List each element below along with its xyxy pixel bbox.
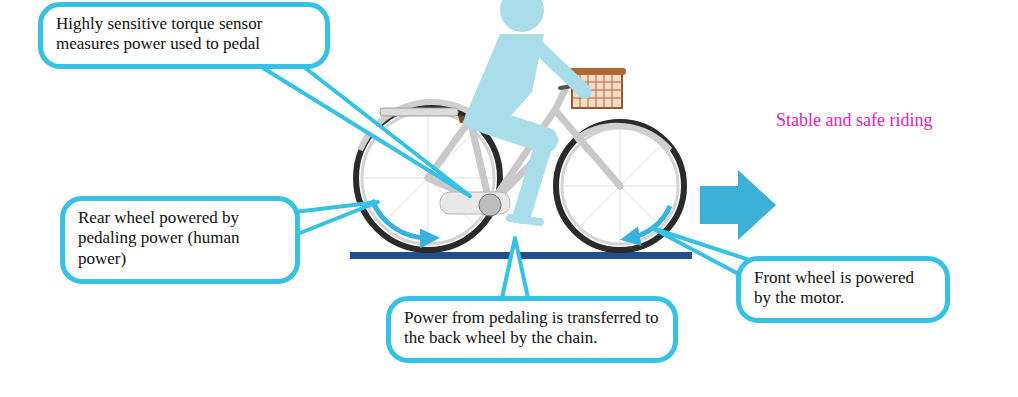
callout-box: Rear wheel powered by pedaling power (hu… [60, 196, 300, 284]
callout-text: Power from pedaling is transferred to th… [404, 308, 660, 349]
rider [462, 0, 585, 222]
callout-box: Power from pedaling is transferred to th… [386, 296, 678, 363]
direction-arrow [700, 170, 776, 240]
callout-text: Front wheel is powered by the motor. [754, 268, 932, 309]
callout-tails [250, 60, 780, 330]
callout-box: Front wheel is powered by the motor. [736, 256, 950, 323]
callout-text: Highly sensitive torque sensor measures … [56, 14, 312, 55]
slogan-label: Stable and safe riding [776, 110, 932, 131]
callout-text: Rear wheel powered by pedaling power (hu… [78, 208, 282, 269]
callout-box: Highly sensitive torque sensor measures … [38, 2, 330, 69]
rotation-arrow [372, 200, 430, 238]
